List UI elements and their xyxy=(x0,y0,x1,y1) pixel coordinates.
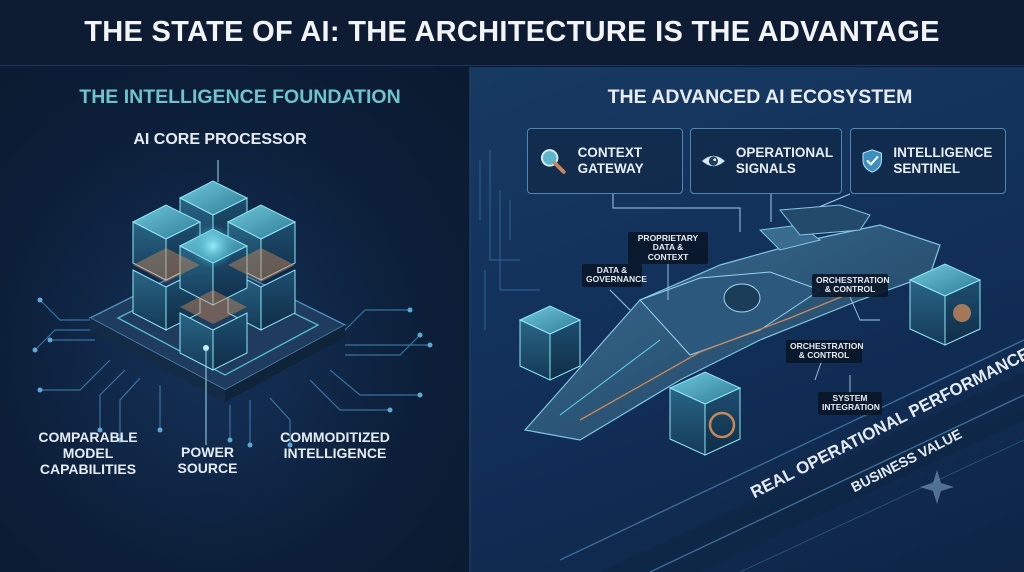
tag-system-integration: SYSTEM INTEGRATION xyxy=(818,392,882,415)
copper-layer xyxy=(133,248,295,324)
ecosystem-traces xyxy=(479,150,540,330)
tag-data-governance: DATA & GOVERNANCE xyxy=(582,264,647,287)
commoditized-intelligence-label: COMMODITIZED INTELLIGENCE xyxy=(280,429,390,462)
callout-label: INTELLIGENCE SENTINEL xyxy=(893,145,993,176)
sparkle-icon xyxy=(920,470,954,504)
shield-check-icon xyxy=(862,149,882,173)
callout-intelligence-sentinel: INTELLIGENCE SENTINEL xyxy=(850,128,1006,194)
processor-label: AI CORE PROCESSOR xyxy=(133,131,307,148)
eye-icon xyxy=(701,155,726,167)
tag-leader-lines xyxy=(609,257,880,393)
foundation-heading: THE INTELLIGENCE FOUNDATION xyxy=(79,86,401,108)
page-header: THE STATE OF AI: THE ARCHITECTURE IS THE… xyxy=(0,0,1024,66)
tag-orchestration-top: ORCHESTRATION & CONTROL xyxy=(812,274,890,297)
callout-label: CONTEXT GATEWAY xyxy=(577,145,644,176)
tag-proprietary-data: PROPRIETARY DATA & CONTEXT xyxy=(628,232,708,265)
circuit-nodes xyxy=(32,297,433,448)
power-source-label: POWER SOURCE xyxy=(177,444,238,477)
comparable-capabilities-label: COMPARABLE MODEL CAPABILITIES xyxy=(38,429,138,478)
cube-module-right xyxy=(908,263,982,346)
magnifier-icon xyxy=(540,149,566,174)
cube-module-left xyxy=(518,305,582,381)
tag-orchestration-mid: ORCHESTRATION & CONTROL xyxy=(786,340,864,363)
cube-module-bottom xyxy=(668,371,742,456)
callout-label: OPERATIONAL SIGNALS xyxy=(735,145,833,176)
core-glow xyxy=(191,224,235,268)
page-title: THE STATE OF AI: THE ARCHITECTURE IS THE… xyxy=(84,16,940,48)
callout-context-gateway: CONTEXT GATEWAY xyxy=(527,128,683,194)
callout-operational-signals: OPERATIONAL SIGNALS xyxy=(690,128,842,194)
race-track xyxy=(559,339,1024,572)
left-leader-lines xyxy=(205,160,219,445)
ecosystem-heading: THE ADVANCED AI ECOSYSTEM xyxy=(607,86,913,108)
circuit-traces xyxy=(34,299,430,445)
